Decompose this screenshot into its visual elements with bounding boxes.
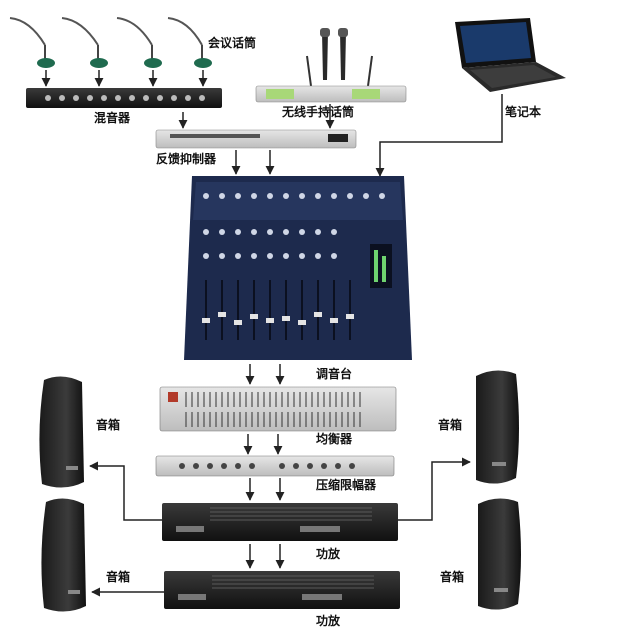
mixing-console-device [184, 176, 412, 360]
speaker-bottom-left-label: 音箱 [106, 569, 130, 584]
compressor-limiter-device [155, 455, 395, 477]
amplifier-1-device [162, 503, 398, 541]
equalizer-device [159, 386, 397, 432]
speaker-top-left-label: 音箱 [96, 417, 120, 432]
conference-mic-4 [167, 17, 212, 68]
compressor-limiter-label: 压缩限幅器 [316, 477, 377, 492]
feedback-suppressor-label: 反馈抑制器 [156, 151, 217, 166]
speaker-top-right-label: 音箱 [438, 417, 462, 432]
small-mixer-device [26, 88, 222, 108]
feedback-suppressor-device [155, 129, 357, 149]
conference-mic-label: 会议话筒 [208, 35, 256, 50]
amplifier-2-label: 功放 [316, 613, 341, 628]
small-mixer-label: 混音器 [94, 110, 131, 125]
speaker-bottom-left [41, 498, 86, 612]
wireless-microphones [306, 28, 373, 87]
amplifier-1-label: 功放 [316, 546, 341, 561]
mixing-console-label: 调音台 [316, 366, 352, 381]
speaker-top-right [476, 370, 519, 484]
laptop-to-console-arrow [375, 94, 503, 177]
conference-mic-3 [116, 17, 162, 68]
speaker-bottom-right [478, 498, 521, 610]
speaker-top-left [39, 376, 84, 488]
conference-mic-1 [9, 17, 55, 68]
wireless-mic-label: 无线手持话筒 [281, 104, 354, 119]
amp1-to-right-speaker-arrow [398, 457, 471, 521]
wireless-receiver-device [255, 85, 407, 103]
laptop-label: 笔记本 [505, 104, 541, 119]
mic-to-mixer-arrows [41, 70, 208, 87]
laptop-device [455, 18, 566, 92]
amp1-to-left-speaker-arrow [89, 461, 162, 521]
amplifier-2-device [164, 571, 400, 609]
speaker-bottom-right-label: 音箱 [440, 569, 464, 584]
equalizer-label: 均衡器 [316, 431, 353, 446]
conference-mic-2 [61, 17, 108, 68]
conference-microphones [9, 17, 212, 68]
